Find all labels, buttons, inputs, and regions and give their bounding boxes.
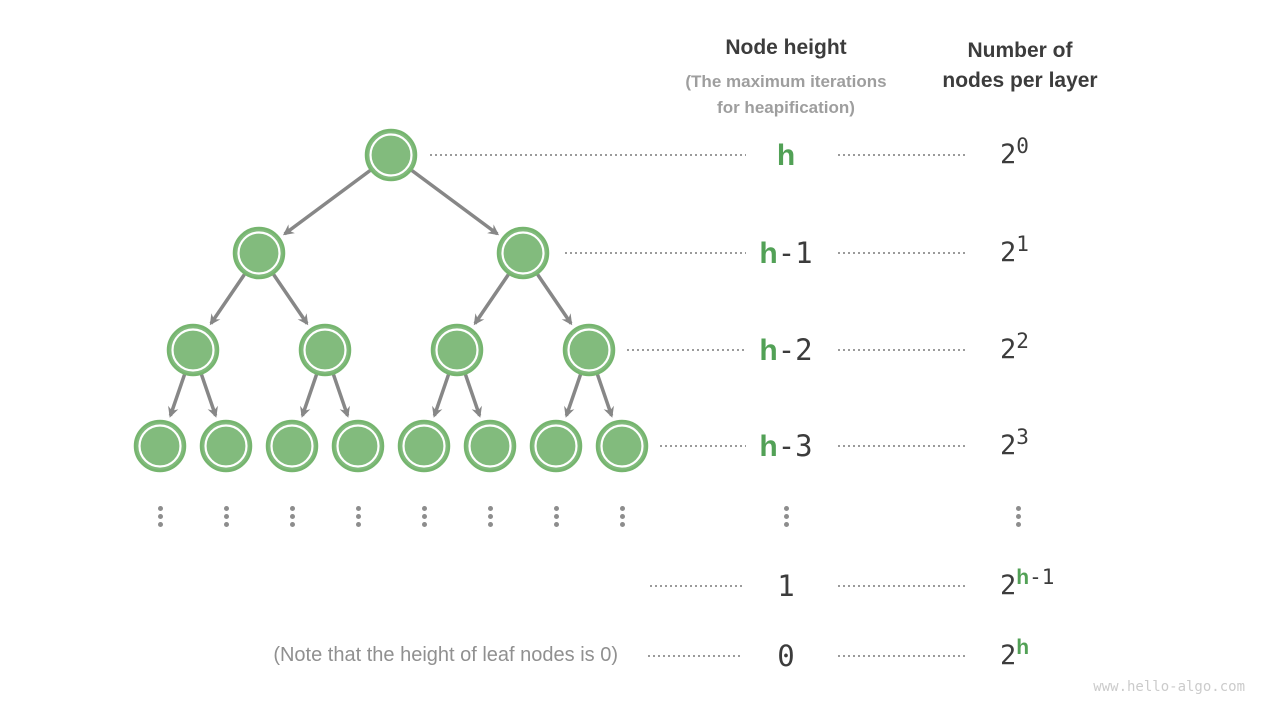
leader-line bbox=[648, 655, 740, 657]
ellipsis-dots bbox=[355, 506, 361, 527]
leader-line bbox=[627, 349, 746, 351]
node-count-value: 2h bbox=[1000, 636, 1030, 671]
leader-line bbox=[660, 445, 746, 447]
tree-node bbox=[595, 419, 649, 473]
tree-edge bbox=[209, 273, 246, 326]
tree-node bbox=[199, 419, 253, 473]
tree-edge bbox=[300, 374, 319, 418]
leader-line bbox=[838, 655, 968, 657]
tree-node bbox=[298, 323, 352, 377]
ellipsis-dots bbox=[289, 506, 295, 527]
tree-edge bbox=[331, 374, 350, 418]
note-text: (Note that the height of leaf nodes is 0… bbox=[273, 644, 618, 666]
ellipsis-dots bbox=[783, 506, 789, 527]
node-height-title: Node height bbox=[725, 36, 847, 59]
tree-node bbox=[496, 226, 550, 280]
leader-line bbox=[650, 585, 742, 587]
nodes-per-layer-header: Number of nodes per layer bbox=[942, 39, 1098, 92]
tree-node bbox=[463, 419, 517, 473]
node-count-value: 21 bbox=[1000, 232, 1029, 268]
tree-edge bbox=[536, 273, 573, 326]
tree-node bbox=[331, 419, 385, 473]
height-value: 1 bbox=[777, 569, 795, 603]
node-count-value: 23 bbox=[1000, 425, 1029, 461]
height-value: h-2 bbox=[759, 333, 813, 367]
ellipsis-dots bbox=[421, 506, 427, 527]
tree-node bbox=[430, 323, 484, 377]
node-count-value: 20 bbox=[1000, 134, 1029, 170]
tree-node bbox=[364, 128, 418, 182]
tree-edge bbox=[272, 273, 309, 326]
leader-line bbox=[838, 154, 968, 156]
tree-edge bbox=[564, 374, 583, 418]
tree-edge bbox=[473, 273, 510, 326]
tree-node bbox=[166, 323, 220, 377]
height-value: h bbox=[776, 139, 796, 172]
ellipsis-dots bbox=[157, 506, 163, 527]
tree-edge bbox=[463, 374, 482, 418]
tree-edge bbox=[595, 374, 614, 418]
ellipsis-dots bbox=[1015, 506, 1021, 527]
tree-node bbox=[265, 419, 319, 473]
tree-edge bbox=[432, 374, 451, 418]
tree-edge bbox=[410, 169, 500, 236]
tree-edge bbox=[282, 169, 372, 236]
ellipsis-dots bbox=[487, 506, 493, 527]
watermark-text: www.hello-algo.com bbox=[1093, 679, 1245, 695]
leader-line bbox=[430, 154, 746, 156]
tree-node bbox=[232, 226, 286, 280]
tree-node bbox=[562, 323, 616, 377]
tree-node bbox=[529, 419, 583, 473]
node-height-header: Node height (The maximum iterations for … bbox=[666, 36, 906, 121]
leader-line bbox=[838, 252, 968, 254]
tree-edge bbox=[168, 374, 187, 418]
height-value: h-1 bbox=[759, 236, 813, 270]
height-value: h-3 bbox=[759, 429, 813, 463]
leader-line bbox=[838, 349, 968, 351]
height-value: 0 bbox=[777, 639, 795, 673]
node-count-value: 22 bbox=[1000, 329, 1029, 365]
leader-line bbox=[838, 585, 968, 587]
tree-edge bbox=[199, 374, 218, 418]
tree-node bbox=[397, 419, 451, 473]
node-count-value: 2h-1 bbox=[1000, 565, 1055, 601]
ellipsis-dots bbox=[553, 506, 559, 527]
heapification-subtitle: (The maximum iterations for heapificatio… bbox=[685, 72, 887, 117]
ellipsis-dots bbox=[619, 506, 625, 527]
tree-node bbox=[133, 419, 187, 473]
leader-line bbox=[565, 252, 746, 254]
ellipsis-dots bbox=[223, 506, 229, 527]
leader-line bbox=[838, 445, 968, 447]
